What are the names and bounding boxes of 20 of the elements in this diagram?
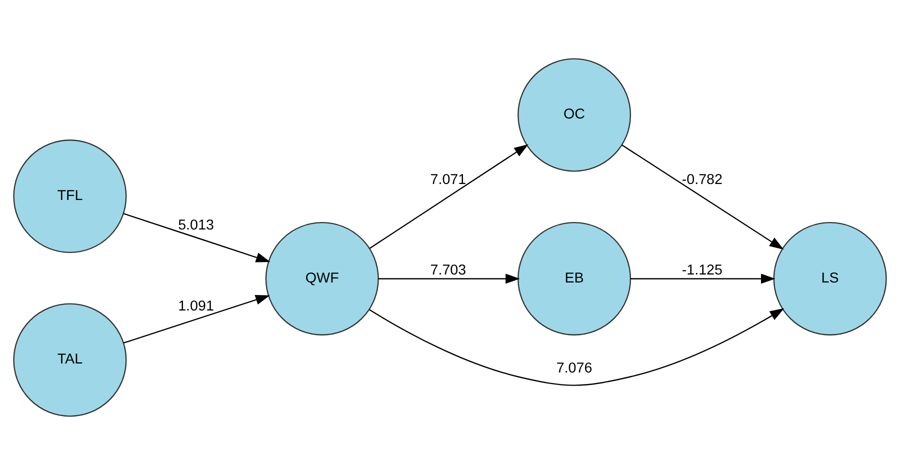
node-circle: TFL: [12, 139, 126, 253]
arrow: [630, 273, 775, 284]
edge-label: 7.076: [556, 360, 592, 376]
edge-label: -0.782: [681, 171, 722, 188]
edge-label: 5.013: [178, 216, 214, 233]
edge-label: 7.071: [430, 171, 466, 188]
edge-label: 7.703: [430, 262, 466, 278]
arrow: [122, 212, 270, 262]
arrow: [368, 144, 528, 248]
node-circle: QWF: [264, 221, 378, 335]
arrow: [122, 294, 270, 344]
node-circle: TAL: [12, 302, 126, 416]
node-circle: OC: [517, 58, 631, 172]
arrow: [368, 308, 784, 386]
node-circle: EB: [517, 221, 631, 335]
node-circle: LS: [772, 221, 886, 335]
arrow: [621, 144, 784, 250]
arrow: [378, 273, 520, 284]
edge-label: 1.091: [178, 298, 214, 314]
edge-label: -1.125: [681, 262, 722, 278]
